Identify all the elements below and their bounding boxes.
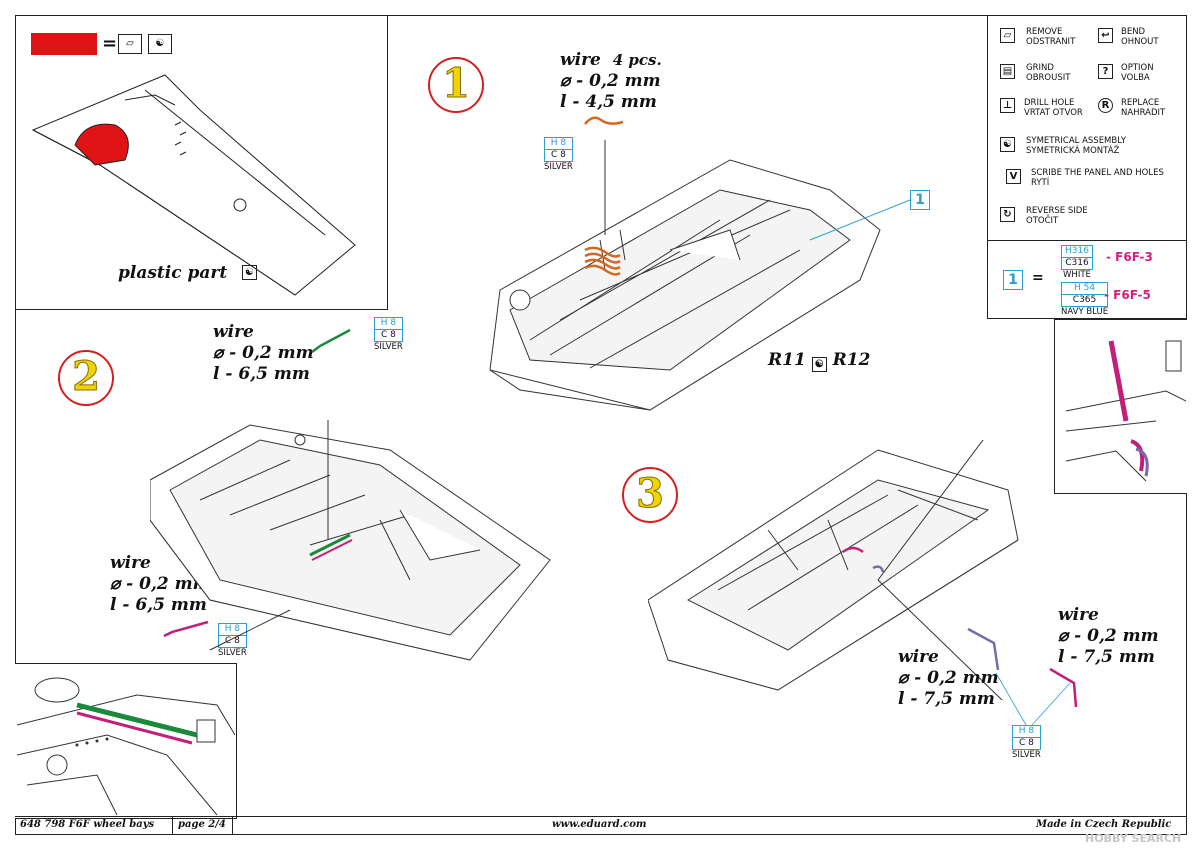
replace-icon: R <box>1098 98 1113 113</box>
legend-panel <box>987 15 1187 241</box>
symmetry-icon: ☯ <box>242 265 257 280</box>
model-f6f5: - F6F-5 <box>1104 288 1151 302</box>
step3-paint-silver: H 8 C 8 SILVER <box>1012 725 1041 760</box>
grind-icon: ▤ <box>1000 64 1015 79</box>
step2-paint-bottom: H 8 C 8 SILVER <box>218 623 247 658</box>
step2-wire-label-bottom: wire ⌀ - 0,2 mm l - 6,5 mm <box>110 553 211 615</box>
footer-url: www.eduard.com <box>552 819 647 830</box>
step2-wire-label-top: wire ⌀ - 0,2 mm l - 6,5 mm <box>213 322 314 384</box>
red-swatch <box>31 33 97 55</box>
paint-navy-blue: H 54 C365 NAVY BLUE <box>1061 282 1109 317</box>
step3-wire-samples <box>967 627 1078 726</box>
footer-divider-2 <box>232 816 233 835</box>
watermark: HOBBY SEARCH <box>1085 832 1182 845</box>
reverse-icon: ↻ <box>1000 207 1015 222</box>
bend-icon: ↩ <box>1098 28 1113 43</box>
step1-parts: R11 ☯ R12 <box>768 350 871 372</box>
callout-1-marker: 1 <box>910 190 930 210</box>
step3-wire-label-a: wire ⌀ - 0,2 mm l - 7,5 mm <box>898 647 999 709</box>
scribe-icon: V <box>1006 169 1021 184</box>
footer-page: page 2/4 <box>178 819 226 830</box>
step2-paint-top: H 8 C 8 SILVER <box>374 317 403 352</box>
footer-rule <box>15 816 1187 817</box>
footer-made: Made in Czech Republic <box>1036 819 1172 830</box>
step1-wire-label: wire 4 pcs. ⌀ - 0,2 mm l - 4,5 mm <box>560 50 662 112</box>
footer-code: 648 798 F6F wheel bays <box>20 819 155 830</box>
step2-wire-sample-green <box>311 328 351 353</box>
symmetry-icon: ☯ <box>1000 137 1015 152</box>
step3-detail-drawing <box>1065 340 1186 482</box>
color-variant-panel <box>987 241 1187 319</box>
step2-wire-sample-magenta <box>163 620 209 638</box>
step3-bay-drawing <box>648 440 1019 700</box>
step2-bay-drawing <box>150 420 551 661</box>
symmetry-icon: ☯ <box>811 357 827 372</box>
step3-wire-label-b: wire ⌀ - 0,2 mm l - 7,5 mm <box>1058 605 1159 667</box>
remove-icon: ▱ <box>1000 28 1015 43</box>
equals-sign: = <box>102 33 118 54</box>
symmetry-icon: ☯ <box>148 34 172 54</box>
step-2-badge: 2 <box>58 350 114 406</box>
step-1-badge: 1 <box>428 57 484 113</box>
plastic-part-panel <box>15 15 388 310</box>
step1-bay-drawing <box>489 140 910 411</box>
option-icon: ? <box>1098 64 1113 79</box>
step2-detail-drawing <box>17 677 235 816</box>
remove-icon: ▱ <box>118 34 142 54</box>
step1-wire-sample <box>584 116 624 125</box>
paint-white: H316 C316 WHITE <box>1061 245 1093 281</box>
wing-drawing <box>31 74 356 296</box>
model-f6f3: - F6F-3 <box>1106 250 1153 264</box>
footer-divider-1 <box>172 816 173 835</box>
equals-sign: = <box>1032 270 1044 286</box>
drill-icon: ⊥ <box>1000 98 1015 113</box>
step-3-badge: 3 <box>622 467 678 523</box>
plastic-part-label: plastic part <box>118 263 228 283</box>
step1-paint-silver: H 8 C 8 SILVER <box>544 137 573 172</box>
callout-1-box: 1 <box>1003 270 1023 290</box>
